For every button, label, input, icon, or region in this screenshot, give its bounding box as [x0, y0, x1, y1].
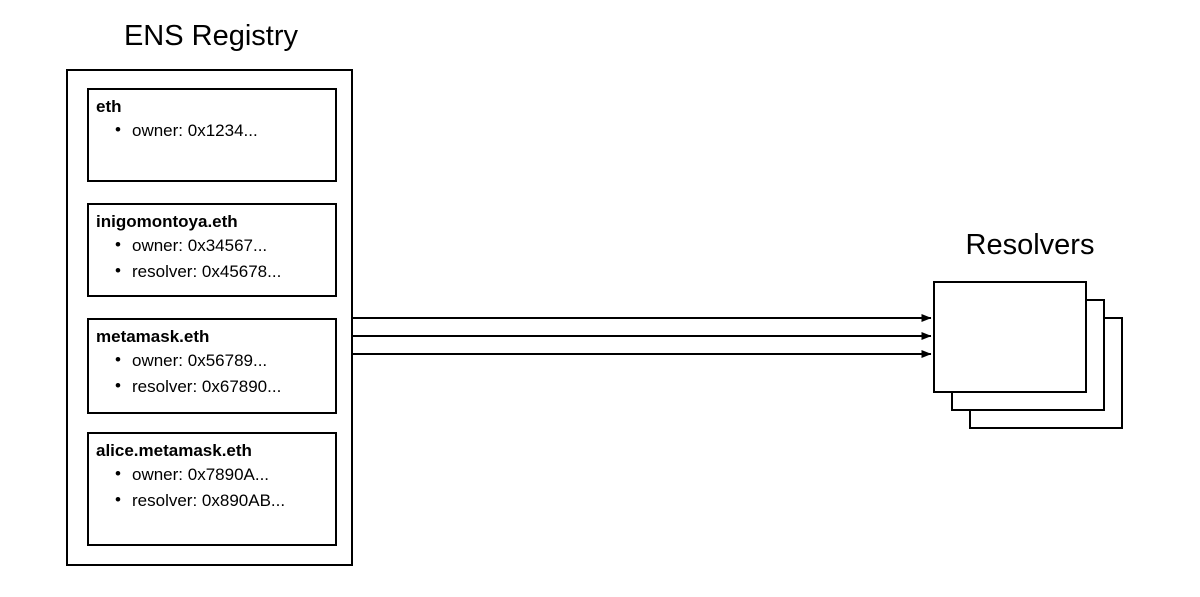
- node-attribute-list: owner: 0x7890A... resolver: 0x890AB...: [89, 461, 335, 514]
- node-name-label: alice.metamask.eth: [96, 441, 252, 460]
- node-name-label: inigomontoya.eth: [96, 212, 238, 231]
- node-attribute-list: owner: 0x56789... resolver: 0x67890...: [89, 347, 335, 400]
- registry-node-metamask-eth[interactable]: metamask.eth owner: 0x56789... resolver:…: [87, 318, 337, 414]
- registry-node-eth[interactable]: eth owner: 0x1234...: [87, 88, 337, 182]
- node-name-label: metamask.eth: [96, 327, 210, 346]
- node-attribute-item: owner: 0x7890A...: [115, 461, 335, 488]
- node-attribute-item: resolver: 0x890AB...: [115, 487, 335, 514]
- node-attribute-list: owner: 0x1234...: [89, 117, 335, 144]
- ens-registry-container: eth owner: 0x1234... inigomontoya.eth ow…: [66, 69, 353, 566]
- node-attribute-item: resolver: 0x45678...: [115, 258, 335, 285]
- node-attribute-list: owner: 0x34567... resolver: 0x45678...: [89, 232, 335, 285]
- registry-node-inigomontoya-eth[interactable]: inigomontoya.eth owner: 0x34567... resol…: [87, 203, 337, 297]
- ens-registry-title: ENS Registry: [123, 20, 299, 52]
- resolver-card-front[interactable]: [933, 281, 1087, 393]
- node-attribute-item: owner: 0x34567...: [115, 232, 335, 259]
- node-attribute-item: owner: 0x56789...: [115, 347, 335, 374]
- node-attribute-item: owner: 0x1234...: [115, 117, 335, 144]
- resolvers-title: Resolvers: [965, 229, 1095, 261]
- node-name-label: eth: [96, 97, 122, 116]
- registry-node-alice-metamask-eth[interactable]: alice.metamask.eth owner: 0x7890A... res…: [87, 432, 337, 546]
- node-attribute-item: resolver: 0x67890...: [115, 373, 335, 400]
